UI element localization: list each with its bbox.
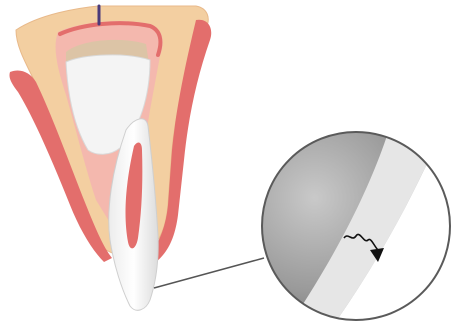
magnifier <box>262 110 453 329</box>
pointer-line <box>154 258 264 288</box>
